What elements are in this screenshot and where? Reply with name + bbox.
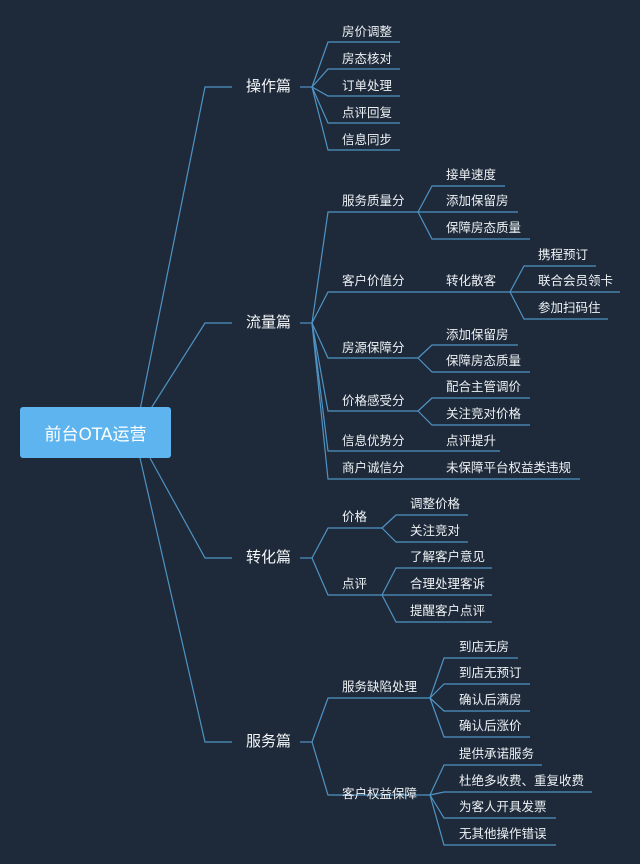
- leaf-node[interactable]: 添加保留房: [446, 193, 509, 208]
- leaf-node[interactable]: 关注竞对: [410, 523, 461, 538]
- leaf-node[interactable]: 提供承诺服务: [459, 746, 535, 761]
- leaf-node[interactable]: 保障房态质量: [446, 353, 522, 368]
- root-node[interactable]: 前台OTA运营: [20, 407, 171, 458]
- leaf-node[interactable]: 信息同步: [342, 132, 393, 147]
- leaf-node[interactable]: 到店无预订: [459, 665, 522, 680]
- branch-operation[interactable]: 操作篇: [246, 77, 292, 95]
- leaf-node[interactable]: 订单处理: [342, 78, 393, 93]
- leaf-node[interactable]: 提醒客户点评: [410, 603, 486, 618]
- subbranch-node[interactable]: 点评: [342, 576, 368, 591]
- subbranch-node[interactable]: 商户诚信分: [342, 460, 405, 475]
- subbranch-node[interactable]: 客户价值分: [342, 273, 405, 288]
- leaf-node[interactable]: 点评提升: [446, 433, 497, 448]
- subbranch-node[interactable]: 客户权益保障: [342, 786, 418, 801]
- leaf-node[interactable]: 联合会员领卡: [538, 273, 614, 288]
- subbranch-node[interactable]: 价格感受分: [342, 393, 405, 408]
- leaf-node[interactable]: 确认后涨价: [459, 718, 522, 733]
- leaf-node[interactable]: 关注竞对价格: [446, 406, 522, 421]
- leaf-node[interactable]: 杜绝多收费、重复收费: [459, 773, 585, 788]
- subbranch-node[interactable]: 价格: [342, 509, 368, 524]
- leaf-node[interactable]: 了解客户意见: [410, 549, 486, 564]
- leaf-node[interactable]: 配合主管调价: [446, 379, 522, 394]
- branch-traffic[interactable]: 流量篇: [246, 313, 292, 331]
- leaf-node[interactable]: 到店无房: [459, 639, 510, 654]
- subbranch-node[interactable]: 转化散客: [446, 273, 497, 288]
- subbranch-node[interactable]: 房源保障分: [342, 340, 405, 355]
- leaf-node[interactable]: 添加保留房: [446, 327, 509, 342]
- leaf-node[interactable]: 点评回复: [342, 105, 393, 120]
- subbranch-node[interactable]: 服务缺陷处理: [342, 679, 418, 694]
- leaf-node[interactable]: 无其他操作错误: [459, 826, 547, 841]
- subbranch-node[interactable]: 服务质量分: [342, 193, 405, 208]
- subbranch-node[interactable]: 信息优势分: [342, 433, 405, 448]
- branch-conversion[interactable]: 转化篇: [246, 548, 292, 566]
- leaf-node[interactable]: 为客人开具发票: [459, 799, 547, 814]
- leaf-node[interactable]: 未保障平台权益类违规: [446, 460, 572, 475]
- leaf-node[interactable]: 房价调整: [342, 24, 393, 39]
- branch-service[interactable]: 服务篇: [246, 732, 292, 750]
- leaf-node[interactable]: 保障房态质量: [446, 220, 522, 235]
- leaf-node[interactable]: 合理处理客诉: [410, 576, 486, 591]
- leaf-node[interactable]: 携程预订: [538, 247, 589, 262]
- leaf-node[interactable]: 房态核对: [342, 51, 393, 66]
- root-label: 前台OTA运营: [44, 425, 147, 445]
- leaf-node[interactable]: 参加扫码住: [538, 300, 601, 315]
- leaf-node[interactable]: 调整价格: [410, 496, 461, 511]
- leaf-node[interactable]: 接单速度: [446, 167, 497, 182]
- leaf-node[interactable]: 确认后满房: [459, 692, 522, 707]
